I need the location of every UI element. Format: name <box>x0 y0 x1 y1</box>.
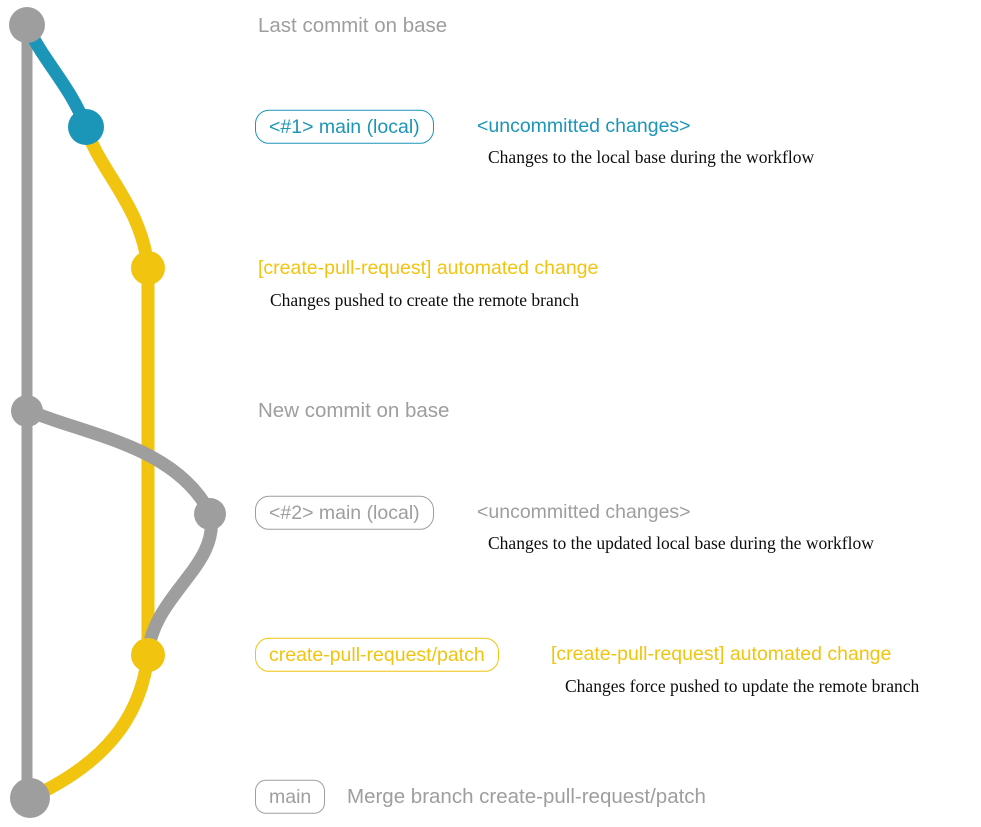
local-main-rebase-2-line <box>141 506 218 662</box>
local-main-commit-dot-1 <box>68 109 104 145</box>
uncommitted-changes-label-1: <uncommitted changes> <box>477 114 691 137</box>
base-commit-dot-top <box>9 7 45 43</box>
base-commit-dot-new <box>11 395 43 427</box>
new-commit-label: New commit on base <box>258 399 450 423</box>
last-commit-label: Last commit on base <box>258 14 448 38</box>
branch-badge-main-local-1: <#1> main (local) <box>255 109 434 145</box>
step2-description: Changes pushed to create the remote bran… <box>270 289 580 310</box>
uncommitted-changes-label-2: <uncommitted changes> <box>477 500 691 523</box>
step4-description: Changes force pushed to update the remot… <box>565 675 920 696</box>
git-graph <box>9 7 226 818</box>
branch-badge-patch: create-pull-request/patch <box>255 637 499 673</box>
step3-description: Changes to the updated local base during… <box>488 532 874 553</box>
step1-description: Changes to the local base during the wor… <box>488 146 815 167</box>
patch-commit-dot-2 <box>131 638 165 672</box>
local-main-commit-dot-2 <box>194 498 226 530</box>
commit-message-automated-1: [create-pull-request] automated change <box>258 256 599 279</box>
merge-commit-label: Merge branch create-pull-request/patch <box>347 785 706 809</box>
branch-badge-main: main <box>255 779 326 815</box>
commit-message-automated-2: [create-pull-request] automated change <box>551 642 892 665</box>
local-main-split-2-line <box>20 403 217 520</box>
patch-commit-dot-1 <box>131 251 165 285</box>
patch-branch-line <box>23 120 155 805</box>
branch-badge-main-local-2: <#2> main (local) <box>255 495 434 531</box>
merge-commit-dot <box>10 778 50 818</box>
